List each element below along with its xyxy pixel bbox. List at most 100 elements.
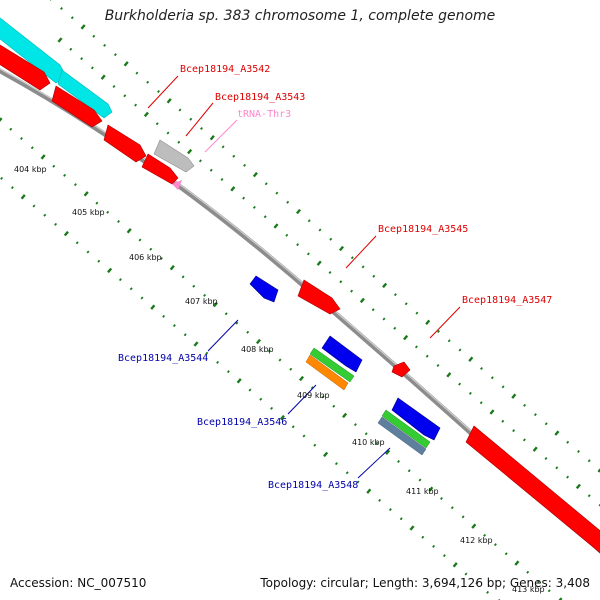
inner-track-1-tick xyxy=(192,284,196,288)
inner-track-1-tick xyxy=(52,164,56,168)
outer-track-2-tick xyxy=(177,140,181,144)
outer-track-1-tick xyxy=(264,182,268,186)
inner-track-2-tick xyxy=(313,443,317,447)
inner-track-2-tick xyxy=(378,498,382,502)
gene-red-4[interactable] xyxy=(141,153,179,185)
outer-track-1-tick xyxy=(566,440,570,444)
outer-track-2-tick xyxy=(57,37,63,43)
gene-label-A3548[interactable]: Bcep18194_A3548 xyxy=(268,480,358,491)
track-green-1[interactable] xyxy=(309,347,355,383)
inner-track-2-tick xyxy=(150,304,156,310)
outer-track-1-tick xyxy=(275,191,279,195)
inner-track-1-tick xyxy=(471,523,477,529)
outer-track-2-tick xyxy=(296,243,300,247)
inner-track-2-tick xyxy=(0,176,4,180)
outer-track-1-tick xyxy=(318,228,322,232)
inner-track-2-tick xyxy=(366,488,372,494)
track-steel-1[interactable] xyxy=(377,416,427,456)
outer-track-2-tick xyxy=(285,233,289,237)
inner-track-2-tick xyxy=(140,296,144,300)
outer-track-1-tick xyxy=(501,385,505,389)
trna-marker[interactable] xyxy=(172,180,182,190)
outer-track-2-tick xyxy=(328,271,332,274)
kbp-label-406: 406 kbp xyxy=(129,253,162,262)
gene-label-A3545[interactable]: Bcep18194_A3545 xyxy=(378,224,468,235)
gene-red-1[interactable] xyxy=(0,40,51,91)
inner-track-1-tick xyxy=(514,560,520,566)
leader-A3543 xyxy=(185,102,214,137)
inner-track-1-tick xyxy=(397,460,400,463)
inner-track-1-tick xyxy=(30,146,34,150)
inner-track-2-tick xyxy=(279,414,285,421)
outer-track-2-tick xyxy=(575,483,581,490)
gene-blue-2[interactable] xyxy=(321,335,363,373)
track-green-2[interactable] xyxy=(381,409,431,449)
inner-track-1-tick xyxy=(255,338,262,345)
outer-track-1-tick xyxy=(437,330,440,333)
inner-track-1-tick xyxy=(83,191,89,197)
outer-track-2-tick xyxy=(512,429,516,433)
gene-red-7[interactable] xyxy=(465,425,600,556)
gene-red-3[interactable] xyxy=(103,124,147,163)
inner-track-2-tick xyxy=(334,462,338,466)
outer-track-1-tick xyxy=(307,219,311,223)
outer-track-2-tick xyxy=(306,252,310,256)
inner-track-2-tick xyxy=(356,480,360,484)
leader-A3545 xyxy=(345,235,377,269)
gene-gray-trna[interactable] xyxy=(153,139,195,173)
gene-label-A3546[interactable]: Bcep18194_A3546 xyxy=(197,417,287,428)
inner-track-2-tick xyxy=(43,213,47,217)
inner-track-2-tick xyxy=(452,562,458,568)
inner-track-2-tick xyxy=(75,241,79,245)
inner-track-1-tick xyxy=(235,321,239,325)
inner-track-2-tick xyxy=(20,194,26,200)
inner-track-2-tick xyxy=(54,222,58,226)
gene-label-A3542[interactable]: Bcep18194_A3542 xyxy=(180,64,270,75)
inner-track-2-tick xyxy=(432,544,436,548)
outer-track-2-tick xyxy=(414,345,418,349)
inner-track-2-tick xyxy=(86,250,90,254)
gene-cyan-2[interactable] xyxy=(57,69,113,119)
inner-track-1-tick xyxy=(224,312,228,316)
inner-track-1-tick xyxy=(267,349,271,353)
gene-label-A3543[interactable]: Bcep18194_A3543 xyxy=(215,92,305,103)
outer-track-2-tick xyxy=(587,494,591,498)
gene-label-trna[interactable]: tRNA-Thr3 xyxy=(237,109,291,120)
inner-track-2-tick xyxy=(172,324,176,328)
leader-A3542 xyxy=(147,75,179,109)
inner-track-2-tick xyxy=(442,554,446,558)
inner-track-1-tick xyxy=(203,293,207,297)
gene-blue-3[interactable] xyxy=(391,397,441,441)
outer-track-1-tick xyxy=(350,256,354,260)
inner-track-2-tick xyxy=(291,425,295,429)
kbp-label-409: 409 kbp xyxy=(297,391,330,400)
inner-track-1-tick xyxy=(181,275,185,279)
inner-track-1-tick xyxy=(0,117,3,123)
leader-A3544 xyxy=(207,319,239,352)
inner-track-2-tick xyxy=(475,581,479,585)
outer-track-2-tick xyxy=(458,382,462,386)
track-orange-1[interactable] xyxy=(305,354,349,391)
gene-label-A3544[interactable]: Bcep18194_A3544 xyxy=(118,353,208,364)
inner-gene-group xyxy=(249,275,441,456)
kbp-label-411: 411 kbp xyxy=(406,487,439,496)
gene-red-2[interactable] xyxy=(51,85,103,128)
inner-track-2-tick xyxy=(216,360,220,364)
gene-red-5[interactable] xyxy=(297,279,341,315)
inner-track-1-tick xyxy=(440,497,443,500)
inner-track-1-tick xyxy=(20,137,23,140)
outer-track-2-tick xyxy=(230,186,236,192)
outer-track-1-tick xyxy=(587,459,591,463)
gene-blue-1[interactable] xyxy=(249,275,279,303)
outer-track-1-tick xyxy=(80,24,86,30)
outer-track-1-tick xyxy=(393,293,397,297)
outer-track-1-tick xyxy=(480,367,483,370)
gene-red-6[interactable] xyxy=(391,361,411,378)
outer-track-1-tick xyxy=(178,108,182,112)
map-title: Burkholderia sp. 383 chromosome 1, compl… xyxy=(104,8,496,24)
gene-label-A3547[interactable]: Bcep18194_A3547 xyxy=(462,295,552,306)
kbp-label-412: 412 kbp xyxy=(460,536,493,545)
inner-track-2-tick xyxy=(193,341,199,347)
inner-track-1-tick xyxy=(375,441,379,445)
